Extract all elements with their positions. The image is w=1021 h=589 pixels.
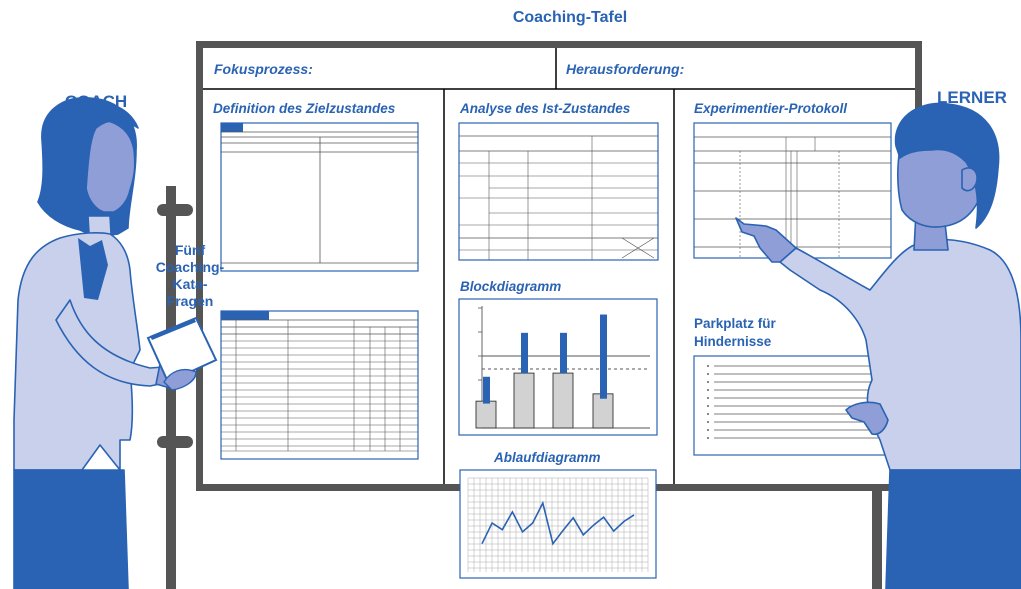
page-title: Coaching-Tafel (513, 9, 627, 26)
parking-heading-line1: Parkplatz für (694, 316, 777, 331)
questions-line-2: Coaching- (156, 259, 225, 275)
block-bar (513, 372, 535, 429)
parking-bullet (707, 421, 709, 423)
parking-bullet (707, 389, 709, 391)
parking-bullet (707, 429, 709, 431)
learner-figure (735, 102, 1021, 589)
target-condition-table (220, 310, 419, 460)
block-bar (592, 393, 614, 429)
parking-bullet (707, 397, 709, 399)
coach-figure (13, 97, 197, 589)
parking-bullet (707, 413, 709, 415)
run-chart-heading: Ablaufdiagramm (493, 450, 601, 465)
parking-bullet (707, 437, 709, 439)
experiment-log-sheet (693, 122, 892, 259)
target-state-sheet (220, 122, 419, 272)
block-range-marker (560, 332, 567, 374)
focus-process-label: Fokusprozess: (214, 61, 313, 77)
current-state-sheet (458, 122, 659, 261)
parking-heading-line2: Hindernisse (694, 334, 772, 349)
run-chart-sheet (459, 469, 657, 579)
parking-bullet (707, 381, 709, 383)
block-range-marker (483, 376, 490, 404)
current-state-heading: Analyse des Ist-Zustandes (459, 101, 631, 116)
target-state-heading: Definition des Zielzustandes (213, 101, 396, 116)
run-chart-line (481, 500, 635, 546)
questions-line-4: Fragen (167, 293, 214, 309)
block-diagram-heading: Blockdiagramm (460, 279, 561, 294)
experiment-log-heading: Experimentier-Protokoll (694, 101, 847, 116)
learner-label: LERNER (937, 88, 1007, 107)
parking-bullet (707, 373, 709, 375)
questions-line-3: Kata- (172, 276, 207, 292)
block-bar (475, 400, 497, 429)
block-bar (552, 372, 574, 429)
questions-line-1: Fünf (175, 242, 206, 258)
parking-bullet (707, 405, 709, 407)
block-range-marker (521, 332, 528, 374)
parking-bullet (707, 365, 709, 367)
challenge-label: Herausforderung: (566, 61, 684, 77)
block-range-marker (600, 314, 607, 399)
card-in-hand (146, 316, 218, 391)
five-questions-label: Fünf Coaching- Kata- Fragen (156, 242, 225, 309)
coach-label: COACH (65, 92, 127, 111)
block-diagram-panel (458, 298, 658, 436)
